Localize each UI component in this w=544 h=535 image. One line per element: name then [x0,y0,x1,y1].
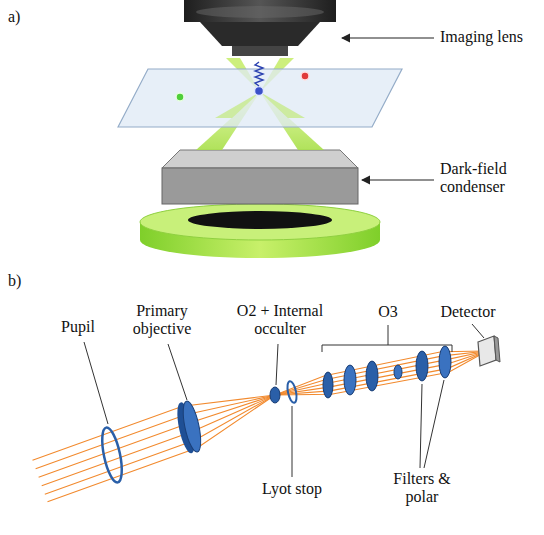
pupil-ring [98,426,125,484]
part-label: Filters & polar [386,470,458,507]
scatter-wave [255,62,263,86]
part-label: Pupil [61,318,95,336]
particle [176,93,184,101]
part-label: Detector [440,303,495,321]
detector [478,336,500,366]
o2-lens [270,387,280,403]
o3-lenses [323,346,451,398]
part-label: Dark-field condenser [440,160,526,197]
imaging-lens [184,0,336,56]
part-label: a) [8,8,20,26]
leader-arrow [342,37,434,38]
part-label: b) [8,272,21,290]
condenser [162,150,358,204]
leader-lines [84,324,484,477]
part-label: O2 + Internal occulter [226,302,334,339]
leader-arrow [362,179,434,180]
part-label: O3 [378,303,398,321]
particle [255,87,264,96]
light-ray [42,351,487,486]
light-ring [140,204,380,258]
glass-slide [118,69,402,127]
light-ray [39,351,487,477]
part-label: Primary objective [122,302,202,339]
part-label: Imaging lens [440,28,523,46]
part-label: Lyot stop [262,480,322,498]
primary-objective [174,400,204,455]
particle [301,72,309,80]
lyot-stop [286,380,298,403]
